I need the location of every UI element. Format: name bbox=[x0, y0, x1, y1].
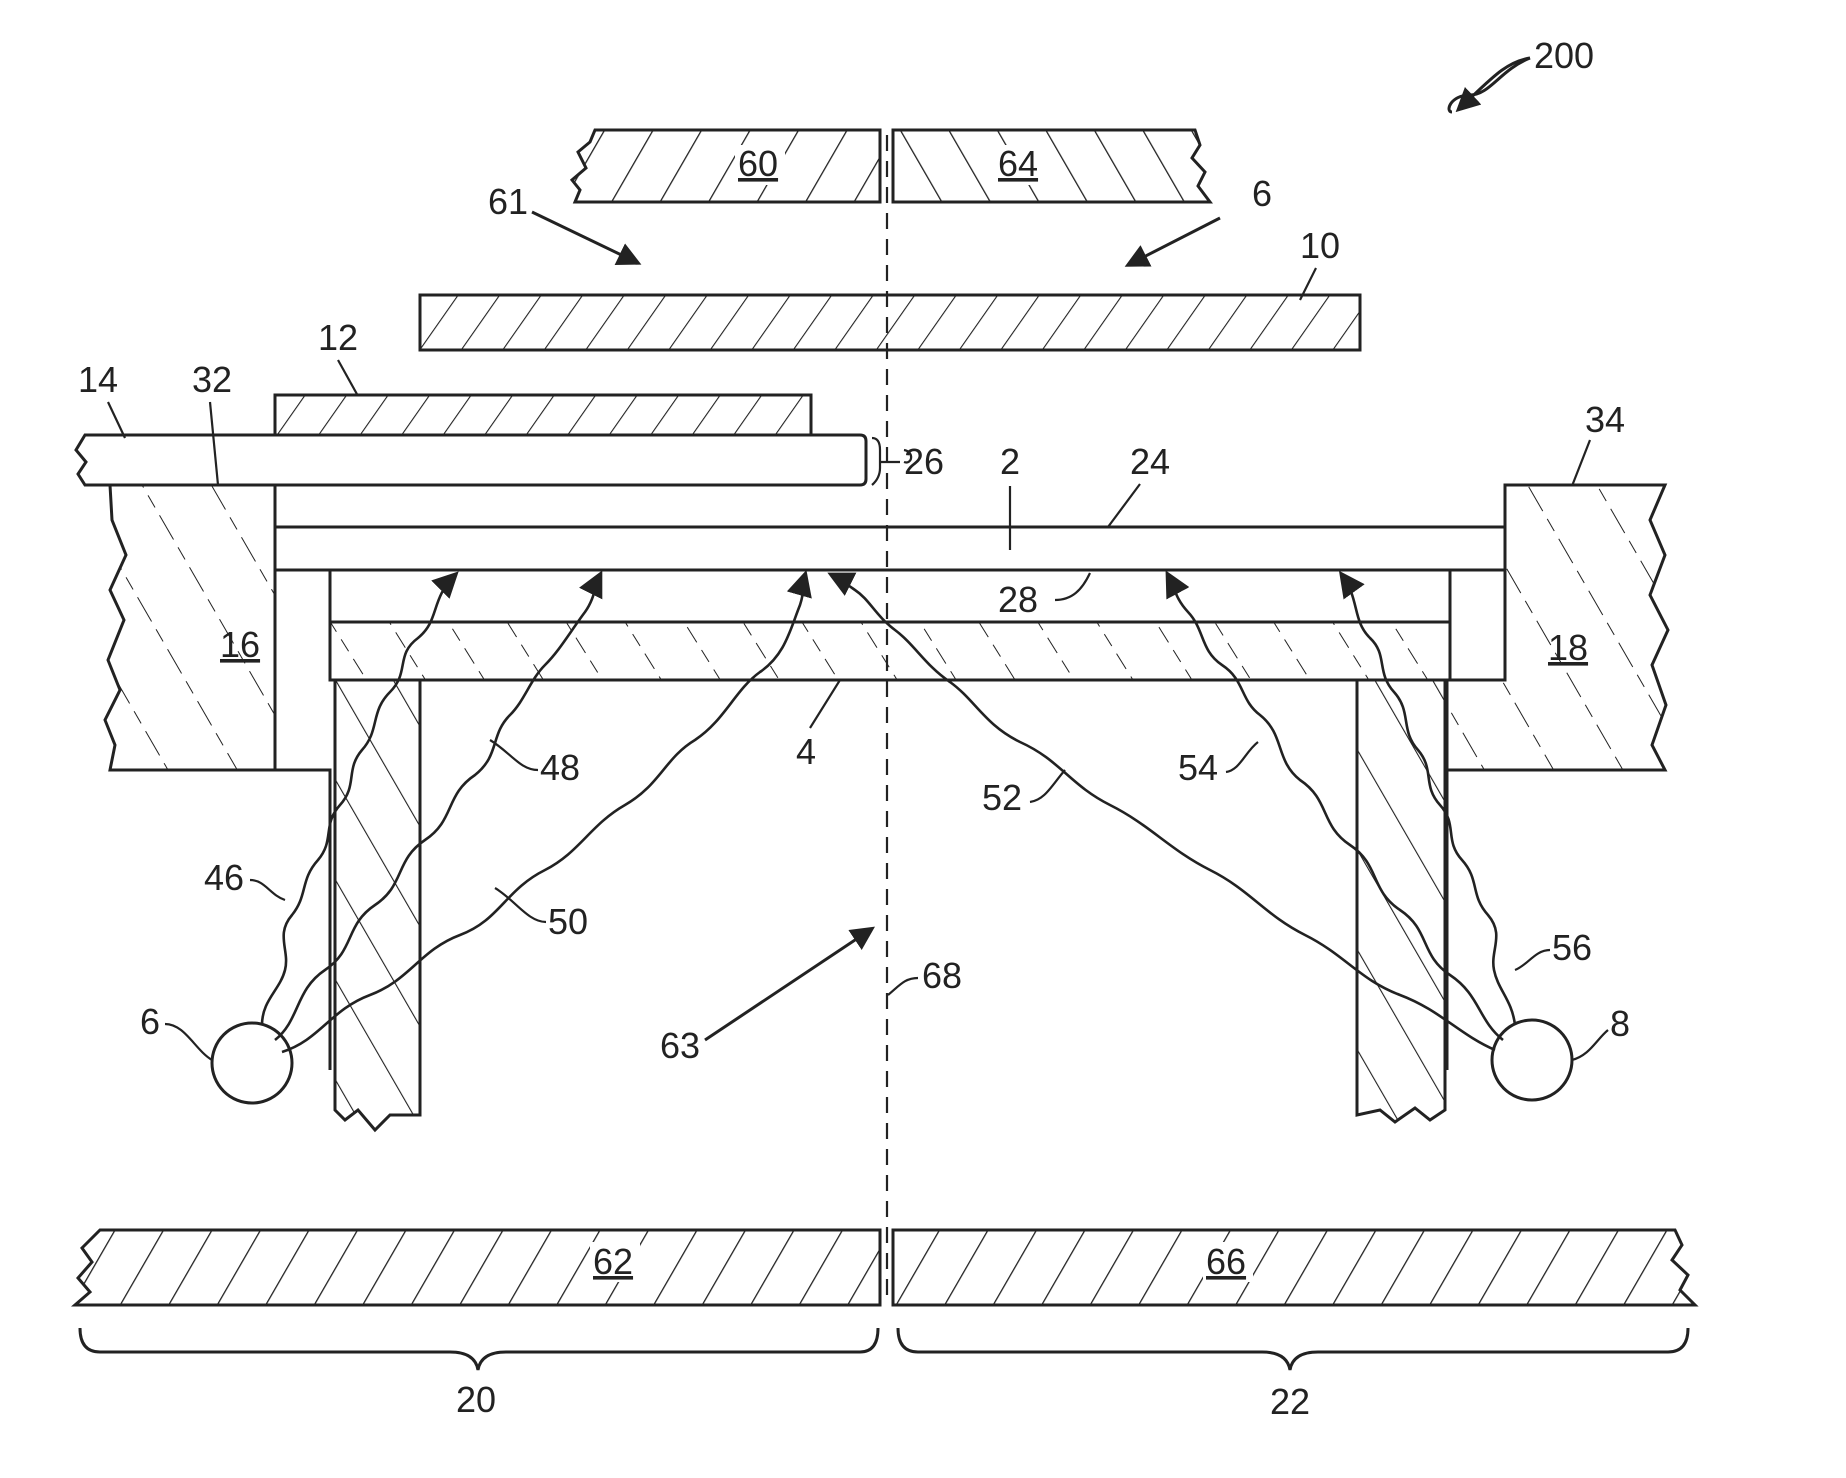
label-22: 22 bbox=[1270, 1381, 1310, 1422]
label-24: 24 bbox=[1130, 441, 1170, 482]
label-48: 48 bbox=[540, 747, 580, 788]
bracket-22: 22 bbox=[898, 1328, 1688, 1422]
label-8: 8 bbox=[1610, 1003, 1630, 1044]
plate-66: 66 bbox=[893, 1230, 1695, 1305]
label-32: 32 bbox=[192, 359, 232, 400]
label-46: 46 bbox=[204, 857, 244, 898]
leg-left bbox=[335, 680, 420, 1130]
label-52: 52 bbox=[982, 777, 1022, 818]
label-68: 68 bbox=[922, 955, 962, 996]
label-10: 10 bbox=[1300, 225, 1340, 266]
label-200: 200 bbox=[1534, 35, 1594, 76]
label-61: 61 bbox=[488, 181, 528, 222]
label-16: 16 bbox=[220, 624, 260, 665]
block-34: 34 bbox=[1572, 399, 1625, 486]
label-63: 63 bbox=[660, 1025, 700, 1066]
arrow-63: 63 bbox=[660, 930, 870, 1066]
label-18: 18 bbox=[1548, 627, 1588, 668]
plate-60: 60 bbox=[572, 130, 880, 202]
label-12: 12 bbox=[318, 317, 358, 358]
label-64: 64 bbox=[998, 143, 1038, 184]
label-6-top: 6 bbox=[1252, 173, 1272, 214]
plate-10: 10 bbox=[420, 225, 1360, 350]
figure-ref-200: 200 bbox=[1449, 35, 1594, 112]
label-14: 14 bbox=[78, 359, 118, 400]
leg-right bbox=[1357, 680, 1445, 1122]
label-66: 66 bbox=[1206, 1241, 1246, 1282]
label-34: 34 bbox=[1585, 399, 1625, 440]
plate-62: 62 bbox=[75, 1230, 880, 1305]
label-56: 56 bbox=[1552, 927, 1592, 968]
label-20: 20 bbox=[456, 1379, 496, 1420]
bracket-20: 20 bbox=[80, 1328, 878, 1420]
label-60: 60 bbox=[738, 143, 778, 184]
label-62: 62 bbox=[593, 1241, 633, 1282]
label-6-source: 6 bbox=[140, 1001, 160, 1042]
label-28: 28 bbox=[998, 579, 1038, 620]
label-2: 2 bbox=[1000, 441, 1020, 482]
plate-64: 64 bbox=[893, 130, 1210, 202]
label-4: 4 bbox=[796, 731, 816, 772]
gap-26: 26 bbox=[872, 438, 944, 485]
label-50: 50 bbox=[548, 901, 588, 942]
window-4: 28 4 bbox=[330, 570, 1450, 772]
label-54: 54 bbox=[1178, 747, 1218, 788]
lamp-6: 6 bbox=[140, 1001, 292, 1103]
